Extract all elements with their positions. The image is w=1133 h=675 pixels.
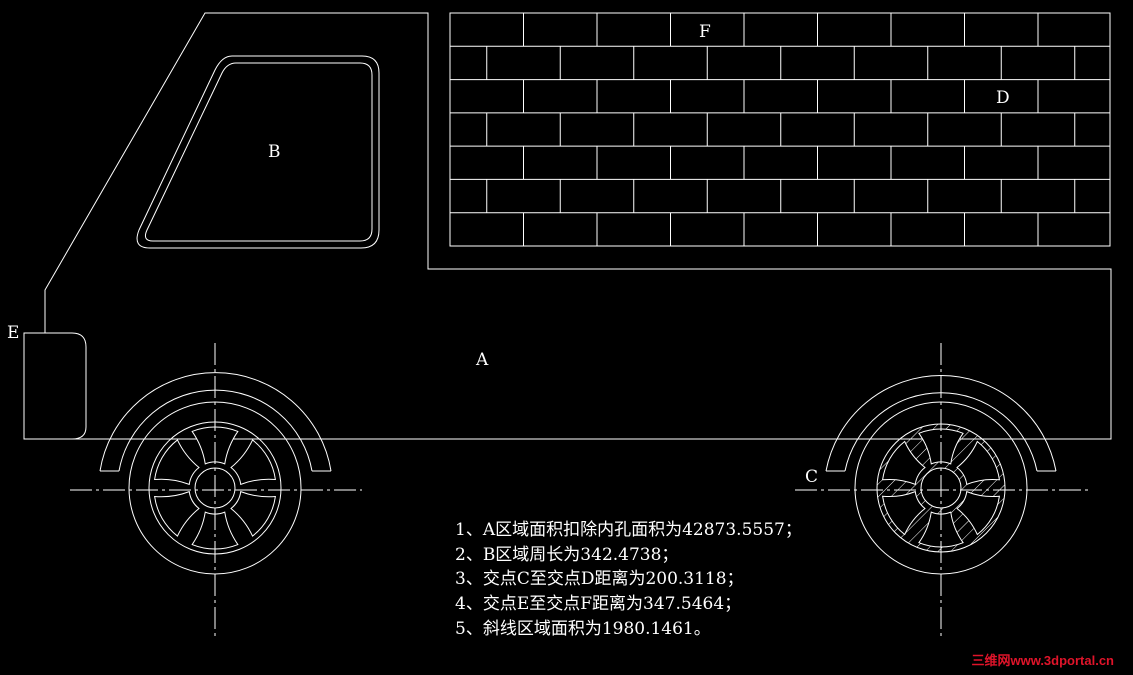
- front-wheel-arch-outer: [99, 372, 332, 472]
- brick-wall-border: [449, 12, 1111, 247]
- wheel-spoke-opening: [881, 440, 926, 486]
- wheel-spoke-opening: [230, 490, 276, 537]
- wheel-spoke-opening: [881, 490, 926, 536]
- headlight-block: [24, 332, 87, 440]
- centerlines: [70, 343, 1088, 636]
- window-inner: [145, 62, 373, 242]
- wheel-spoke-opening: [154, 439, 200, 486]
- note-line: 4、交点E至交点F距离为347.5464；: [455, 594, 741, 614]
- wheel-spoke-opening: [154, 490, 200, 537]
- label-d: D: [996, 88, 1010, 108]
- brick-wall: [449, 12, 1111, 247]
- label-f: F: [699, 22, 711, 42]
- note-line: 3、交点C至交点D距离为200.3118；: [455, 569, 744, 589]
- wheel-spoke-opening: [191, 511, 239, 550]
- note-line: 1、A区域面积扣除内孔面积为42873.5557；: [455, 520, 802, 540]
- rear-wheel-arch-outer: [825, 375, 1057, 472]
- notes-block: 1、A区域面积扣除内孔面积为42873.5557； 2、B区域周长为342.47…: [455, 520, 802, 639]
- window-outer: [136, 55, 380, 249]
- wheel-spoke-opening: [956, 490, 1001, 536]
- label-b: B: [268, 142, 281, 162]
- truck-body-outline: [23, 12, 1112, 440]
- label-a: A: [475, 350, 489, 370]
- note-line: 2、B区域周长为342.4738；: [455, 545, 678, 565]
- label-e: E: [7, 323, 19, 343]
- label-c: C: [805, 467, 818, 487]
- front-wheel: [128, 401, 302, 575]
- wheel-spoke-opening: [956, 440, 1001, 486]
- note-line: 5、斜线区域面积为1980.1461。: [455, 619, 711, 639]
- wheel-spoke-opening: [230, 439, 276, 486]
- watermark: 三维网www.3dportal.cn: [971, 653, 1114, 668]
